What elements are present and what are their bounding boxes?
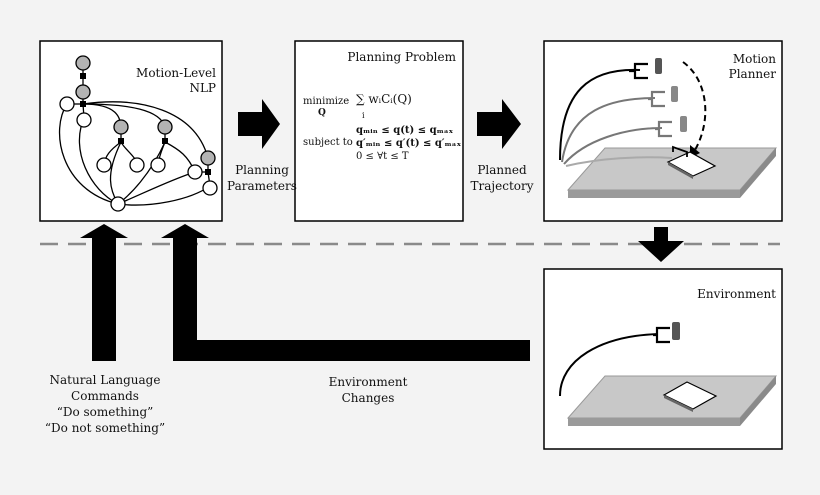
motion-planner-scene	[559, 58, 778, 198]
minimize-variable: Q	[318, 108, 326, 118]
nl-commands-line1: Natural Language	[49, 373, 161, 387]
environment-changes-line1: Environment	[328, 375, 408, 389]
nlp-title-line1: Motion-Level	[136, 66, 216, 80]
nlp-graph-squares	[80, 73, 211, 175]
planning-parameters-line2: Parameters	[227, 179, 297, 193]
environment-changes-line2: Changes	[341, 391, 395, 405]
arrow-nl-commands-up	[80, 224, 128, 361]
planned-trajectory-line2: Trajectory	[470, 179, 534, 193]
motion-planner-title-line2: Planner	[728, 67, 776, 81]
environment-title: Environment	[697, 287, 776, 301]
arrow-motion-to-environment	[638, 227, 684, 262]
nlp-title: Motion-Level NLP	[120, 66, 216, 96]
planning-parameters-line1: Planning	[235, 163, 289, 177]
environment-scene	[559, 322, 778, 426]
constraint-time: 0 ≤ ∀t ≤ T	[356, 151, 409, 162]
subject-to-keyword: subject to	[303, 137, 353, 148]
planning-parameters-label: Planning Parameters	[222, 162, 302, 194]
planned-trajectory-label: Planned Trajectory	[462, 162, 542, 194]
constraint-velocity: q′ₘᵢₙ ≤ q′(t) ≤ q′ₘₐₓ	[356, 138, 462, 149]
natural-language-commands-label: Natural Language Commands “Do something”…	[30, 372, 180, 436]
nlp-title-line2: NLP	[189, 81, 216, 95]
minimize-keyword: minimize	[303, 96, 350, 107]
motion-planner-title: Motion Planner	[680, 52, 776, 82]
environment-changes-label: Environment Changes	[318, 374, 418, 406]
nlp-graph-nodes	[59, 55, 218, 212]
nl-commands-line2: Commands	[71, 389, 139, 403]
constraint-position: qₘᵢₙ ≤ q(t) ≤ qₘₐₓ	[356, 125, 454, 136]
arrow-nlp-to-planning	[238, 99, 280, 149]
motion-planner-title-line1: Motion	[732, 52, 776, 66]
nlp-box	[39, 40, 223, 222]
objective-index: i	[362, 111, 365, 120]
arrow-environment-changes	[161, 224, 530, 361]
planning-problem-box	[294, 40, 464, 222]
nl-commands-line4: “Do not something”	[44, 421, 166, 435]
planning-problem-title: Planning Problem	[347, 50, 456, 64]
nl-commands-line3: “Do something”	[56, 405, 154, 419]
arrow-planning-to-motion	[477, 99, 521, 149]
objective-function: ∑ wᵢCᵢ(Q)	[356, 92, 412, 106]
planned-trajectory-line1: Planned	[477, 163, 527, 177]
